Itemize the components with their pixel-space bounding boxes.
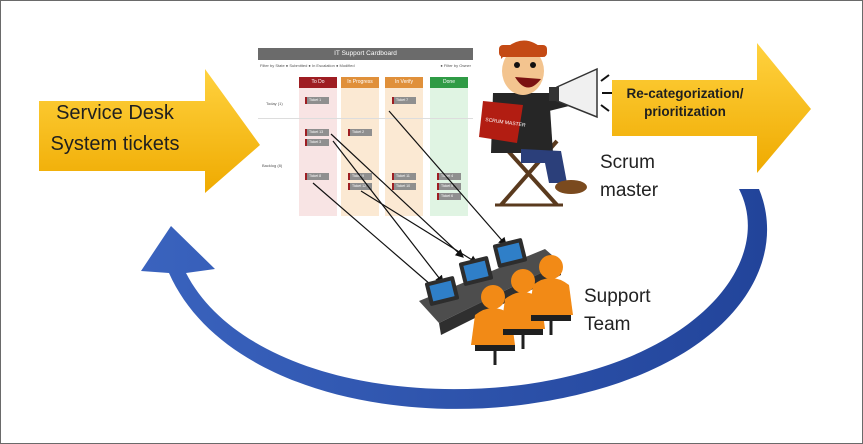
column-header: In Progress — [341, 77, 379, 88]
column-header: To Do — [299, 77, 337, 88]
support-team-label-line1: Support — [584, 286, 651, 307]
support-team-label: Support Team — [584, 283, 651, 339]
right-arrow-label-line1: Re-categorization/ — [626, 86, 744, 101]
assignment-line — [360, 190, 479, 264]
kanban-board: IT Support Cardboard Filter by State ● S… — [258, 48, 473, 216]
right-arrow-label-line2: prioritization — [644, 104, 726, 119]
board-filter-owner: ● Filter by Owner — [440, 63, 471, 68]
column-done: Done Ticket 4 Ticket 5 Ticket 6 — [430, 77, 468, 216]
support-team-label-line2: Team — [584, 314, 631, 335]
scrum-master-sign: SCRUM MASTER — [485, 117, 526, 129]
ticket-card: Ticket 4 — [437, 173, 461, 180]
row-divider — [258, 118, 473, 119]
ticket-card: Ticket 5 — [437, 183, 461, 190]
ticket-card: Ticket 12 — [348, 183, 372, 190]
ticket-card: Ticket 6 — [437, 193, 461, 200]
assignment-line — [332, 140, 444, 284]
assignment-line — [330, 133, 464, 258]
left-yellow-arrow — [39, 69, 260, 193]
ticket-card: Ticket 1 — [305, 97, 329, 104]
board-title: IT Support Cardboard — [258, 48, 473, 60]
column-in-verify: In Verify Ticket 7 Ticket 11 Ticket 10 — [385, 77, 423, 216]
ticket-card: Ticket 3 — [305, 139, 329, 146]
left-arrow-label-line1: Service Desk — [56, 102, 174, 124]
ticket-card: Ticket 7 — [392, 97, 416, 104]
right-arrow-label: Re-categorization/ prioritization — [611, 85, 759, 121]
ticket-card: Ticket 8 — [305, 173, 329, 180]
row-label-backlog: Backlog (8) — [262, 163, 283, 168]
scrum-master-label-line2: master — [600, 180, 659, 201]
ticket-card: Ticket 2 — [348, 129, 372, 136]
column-todo: To Do Ticket 1 Ticket 13 Ticket 3 Ticket… — [299, 77, 337, 216]
support-team-figure — [419, 238, 573, 365]
ticket-card: Ticket 13 — [305, 129, 329, 136]
scrum-master-label: Scrum master — [600, 149, 658, 205]
column-header: Done — [430, 77, 468, 88]
scrum-master-figure: SCRUM MASTER — [479, 40, 612, 207]
scrum-master-label-line1: Scrum — [600, 152, 655, 173]
row-label-today: Today (1) — [266, 101, 283, 106]
right-yellow-arrow — [612, 43, 811, 173]
board-filter-state: Filter by State ● Submitted ● In Escalat… — [260, 63, 355, 68]
assignment-line — [388, 110, 507, 246]
ticket-card: Ticket 10 — [392, 183, 416, 190]
ticket-card: Ticket 11 — [392, 173, 416, 180]
left-arrow-label-line2: System tickets — [50, 133, 180, 155]
left-arrow-label: Service Desk System tickets — [21, 98, 209, 160]
column-in-progress: In Progress Ticket 2 Ticket 9 Ticket 12 — [341, 77, 379, 216]
assignment-line — [312, 182, 439, 292]
column-header: In Verify — [385, 77, 423, 88]
